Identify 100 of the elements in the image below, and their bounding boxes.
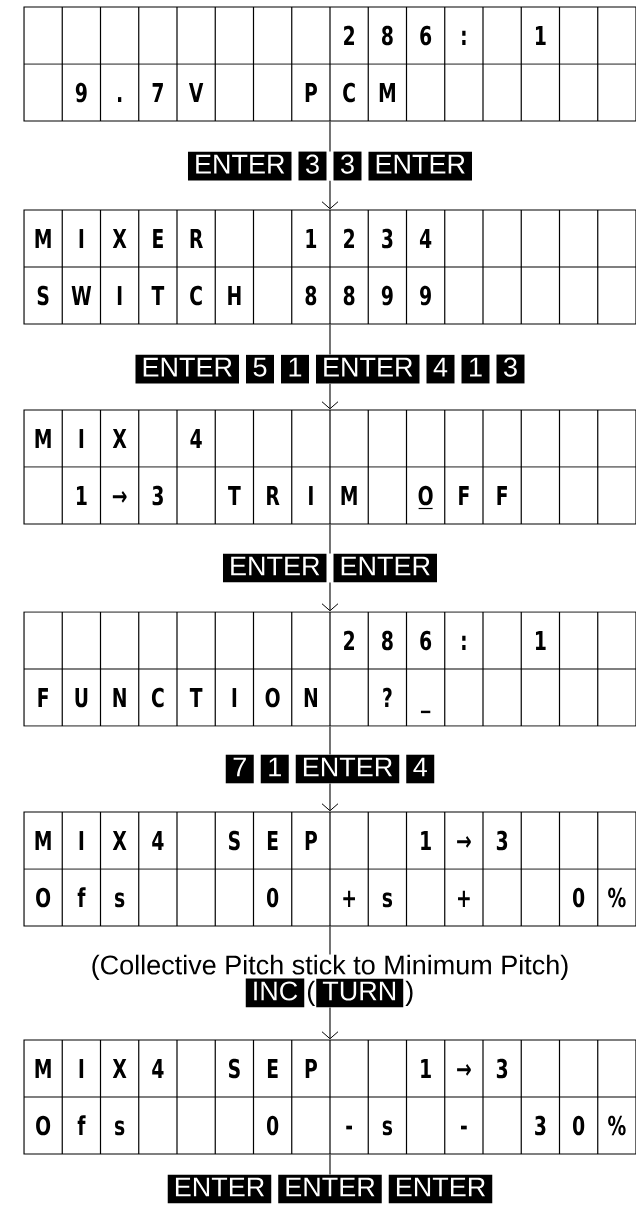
display-character: H xyxy=(228,286,241,305)
display-character: F xyxy=(38,688,48,707)
display-character: 2 xyxy=(344,630,354,650)
display-character: 7 xyxy=(152,83,163,102)
key-button: ENTER xyxy=(167,1174,272,1204)
display-character: O xyxy=(418,485,434,510)
display-character: % xyxy=(608,887,626,908)
display-character: 6 xyxy=(420,25,432,46)
key-button: TURN xyxy=(316,978,404,1008)
display-character: 2 xyxy=(344,25,354,45)
display-character: 3 xyxy=(152,485,163,506)
display-character: S xyxy=(229,830,240,851)
display-character: T xyxy=(151,286,165,305)
display-character: I xyxy=(309,486,313,505)
instruction-text: (Collective Pitch stick to Minimum Pitch) xyxy=(92,954,568,980)
display-character: f xyxy=(77,887,86,907)
display-character: 1 xyxy=(421,831,431,850)
display-character: 8 xyxy=(343,285,355,306)
key-button: 3 xyxy=(333,151,362,181)
display-character: P xyxy=(305,1059,317,1078)
display-character: 4 xyxy=(152,831,164,850)
key-button: 3 xyxy=(496,354,525,384)
display-character: - xyxy=(461,1125,467,1130)
display-character: 9 xyxy=(420,285,431,306)
key-button: 1 xyxy=(260,754,289,784)
display-character: 4 xyxy=(190,429,202,448)
display-character: + xyxy=(343,890,355,907)
display-character: M xyxy=(379,83,395,102)
display-character: O xyxy=(36,887,51,908)
display-character: : xyxy=(462,30,466,45)
display-character: 8 xyxy=(382,25,393,46)
key-button: ENTER xyxy=(333,553,437,583)
display-character: + xyxy=(458,890,470,907)
key-button: ENTER xyxy=(368,151,472,181)
display-character: F xyxy=(459,486,469,505)
key-button: 3 xyxy=(298,151,327,181)
key-button: ENTER xyxy=(188,151,292,181)
key-button: ENTER xyxy=(223,553,327,583)
connector-arrow xyxy=(321,383,339,410)
display-character: ? xyxy=(383,687,392,707)
display-character: P xyxy=(305,83,317,102)
display-character: R xyxy=(267,486,280,505)
display-character: → xyxy=(457,835,471,848)
display-character: N xyxy=(113,688,126,707)
key-button: 1 xyxy=(281,354,309,384)
display-character: M xyxy=(35,229,51,248)
display-character: s xyxy=(382,1120,393,1136)
display-character: I xyxy=(117,286,122,305)
display-character: R xyxy=(190,229,203,248)
display-character: % xyxy=(608,1115,626,1136)
display-character: T xyxy=(228,486,241,505)
display-character: X xyxy=(112,1059,127,1078)
key-button: INC xyxy=(245,978,305,1008)
display-character: 4 xyxy=(419,229,432,248)
display-character: F xyxy=(497,486,507,505)
display-character: X xyxy=(112,429,127,448)
display-character: 0 xyxy=(267,1115,279,1136)
display-character: 0 xyxy=(573,887,585,908)
display-character: O xyxy=(36,1115,51,1136)
display-character: 8 xyxy=(382,630,393,651)
key-button: 5 xyxy=(246,354,274,384)
display-character: I xyxy=(79,429,84,448)
display-character: E xyxy=(267,1059,278,1078)
key-button: 1 xyxy=(461,354,490,384)
display-character: s xyxy=(382,892,393,908)
display-character: → xyxy=(457,1063,471,1076)
connector-arrow xyxy=(321,1006,339,1040)
display-character: E xyxy=(153,229,163,248)
display-character: : xyxy=(462,635,466,650)
key-button: 4 xyxy=(406,754,435,784)
display-character: → xyxy=(112,490,127,503)
display-character: M xyxy=(35,1059,51,1078)
display-character: 9 xyxy=(381,285,393,306)
display-character: S xyxy=(229,1058,240,1079)
display-character: X xyxy=(112,831,127,850)
display-character: 3 xyxy=(382,228,393,249)
key-button: 4 xyxy=(426,354,455,384)
display-character: 1 xyxy=(536,26,546,45)
key-button: 7 xyxy=(225,754,254,784)
display-character: V xyxy=(188,83,204,102)
key-button: ENTER xyxy=(135,354,239,384)
display-character: 4 xyxy=(152,1059,164,1078)
key-button: ENTER xyxy=(295,754,400,784)
display-character: P xyxy=(305,831,317,850)
display-character: 0 xyxy=(573,1115,585,1136)
key-button: ENTER xyxy=(316,354,420,384)
display-character: 3 xyxy=(496,830,508,851)
display-character: s xyxy=(115,1120,125,1136)
display-character: 3 xyxy=(535,1115,546,1136)
connector-arrow xyxy=(321,782,339,812)
display-character: N xyxy=(304,688,317,707)
display-character: M xyxy=(341,486,357,505)
display-character: 3 xyxy=(496,1058,508,1079)
display-character: 2 xyxy=(344,228,354,248)
display-character: f xyxy=(77,1115,86,1135)
display-character: E xyxy=(267,831,278,850)
display-character: I xyxy=(79,831,84,850)
display-character: . xyxy=(118,97,122,102)
display-character: 1 xyxy=(306,229,317,248)
display-character: C xyxy=(151,687,164,708)
